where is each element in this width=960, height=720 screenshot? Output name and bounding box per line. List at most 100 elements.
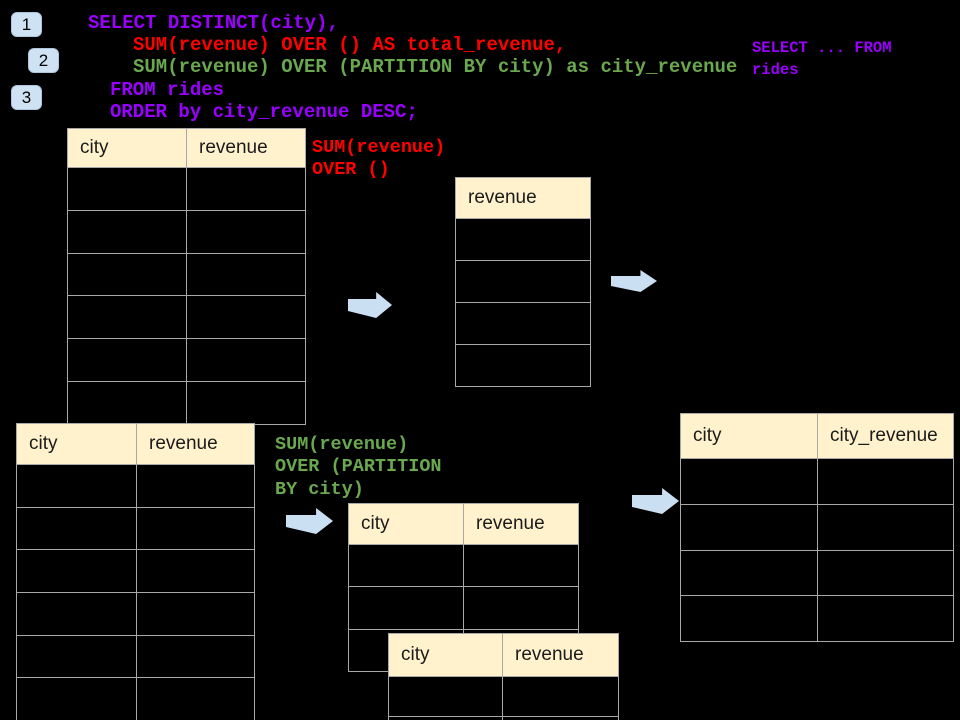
- total-revenue-table: revenue: [455, 177, 591, 387]
- table-header-row: city revenue: [17, 424, 254, 465]
- table-row: [681, 550, 953, 597]
- table-cell: [456, 345, 590, 386]
- annotation-from-clause: SELECT ... FROM rides: [752, 39, 892, 79]
- column-header-city: city: [681, 414, 818, 458]
- table-cell: [137, 678, 254, 720]
- table-row: [456, 345, 590, 386]
- column-header-revenue: revenue: [149, 433, 218, 454]
- table-cell: [818, 459, 953, 504]
- table-row: [389, 717, 618, 720]
- column-header-revenue: revenue: [468, 187, 537, 208]
- table-cell: [17, 465, 137, 507]
- column-header-city: city: [349, 504, 464, 544]
- table-cell: [68, 296, 187, 339]
- column-header-city: city: [17, 424, 137, 464]
- table-row: [68, 296, 305, 340]
- table-header-row: city city_revenue: [681, 414, 953, 459]
- column-header-revenue: revenue: [199, 137, 268, 158]
- table-cell: [349, 587, 464, 629]
- table-row: [681, 504, 953, 551]
- table-row: [389, 677, 618, 717]
- table-cell: [17, 507, 137, 550]
- sql-line-from: FROM rides: [110, 79, 225, 101]
- table-cell: [681, 596, 818, 641]
- table-cell: [17, 593, 137, 635]
- right-arrow-icon: [286, 508, 333, 534]
- table-cell: [187, 382, 305, 424]
- table-row: [68, 339, 305, 382]
- table-cell: [456, 261, 590, 302]
- table-cell: [464, 587, 578, 628]
- table-row: [456, 219, 590, 261]
- table-cell: [187, 296, 305, 338]
- table-cell: [503, 677, 618, 716]
- partition-table-front: city revenue: [388, 633, 619, 720]
- sql-line-city-revenue: SUM(revenue) OVER (PARTITION BY city) as…: [133, 56, 738, 78]
- step-badge-3: 3: [11, 85, 42, 110]
- table-row: [681, 459, 953, 505]
- table-row: [68, 210, 305, 254]
- table-row: [17, 678, 254, 720]
- source-table-bottom: city revenue: [16, 423, 255, 720]
- column-header-city: city: [68, 129, 187, 167]
- right-arrow-icon: [632, 488, 679, 514]
- table-cell: [389, 677, 503, 716]
- table-cell: [137, 636, 254, 678]
- table-cell: [818, 551, 953, 596]
- table-cell: [818, 596, 953, 641]
- table-row: [17, 507, 254, 551]
- sql-line-total-revenue: SUM(revenue) OVER () AS total_revenue,: [133, 34, 567, 56]
- table-cell: [464, 545, 578, 586]
- table-cell: [187, 168, 305, 210]
- table-cell: [17, 678, 137, 720]
- sql-line-order-by: ORDER by city_revenue DESC;: [110, 101, 418, 123]
- table-header-row: city revenue: [68, 129, 305, 168]
- sql-line-select: SELECT DISTINCT(city),: [88, 12, 339, 34]
- table-row: [456, 261, 590, 303]
- table-cell: [68, 168, 187, 210]
- table-row: [681, 596, 953, 641]
- column-header-city-revenue: city_revenue: [830, 425, 938, 446]
- table-row: [456, 303, 590, 345]
- table-row: [349, 587, 578, 630]
- table-header-row: city revenue: [389, 634, 618, 677]
- table-cell: [187, 211, 305, 253]
- table-row: [17, 550, 254, 594]
- table-cell: [17, 550, 137, 593]
- table-cell: [187, 254, 305, 296]
- partition-table-back: city revenue: [348, 503, 579, 672]
- column-header-revenue: revenue: [476, 513, 545, 534]
- step-badge-2: 2: [28, 48, 59, 73]
- table-cell: [681, 504, 818, 550]
- table-cell: [137, 508, 254, 550]
- step-badge-1: 1: [11, 12, 42, 37]
- table-cell: [68, 339, 187, 381]
- source-table-top: city revenue: [67, 128, 306, 425]
- final-result-table: city city_revenue: [680, 413, 954, 642]
- annotation-partition-window: SUM(revenue) OVER (PARTITION BY city): [275, 434, 442, 500]
- right-arrow-icon: [348, 292, 392, 318]
- table-cell: [17, 635, 137, 678]
- table-row: [68, 253, 305, 297]
- table-header-row: city revenue: [349, 504, 578, 545]
- table-cell: [137, 550, 254, 592]
- annotation-total-window: SUM(revenue) OVER (): [312, 137, 446, 181]
- table-cell: [137, 593, 254, 635]
- table-cell: [681, 550, 818, 596]
- table-row: [68, 381, 305, 424]
- table-cell: [68, 253, 187, 296]
- table-row: [349, 545, 578, 588]
- column-header-revenue: revenue: [515, 644, 584, 665]
- right-arrow-icon: [611, 270, 657, 292]
- table-cell: [187, 339, 305, 381]
- table-row: [17, 593, 254, 636]
- table-cell: [137, 465, 254, 507]
- table-header-row: revenue: [456, 178, 590, 219]
- table-row: [68, 168, 305, 211]
- table-cell: [456, 219, 590, 260]
- table-cell: [818, 505, 953, 550]
- table-cell: [68, 210, 187, 253]
- table-cell: [389, 717, 503, 720]
- table-row: [17, 635, 254, 679]
